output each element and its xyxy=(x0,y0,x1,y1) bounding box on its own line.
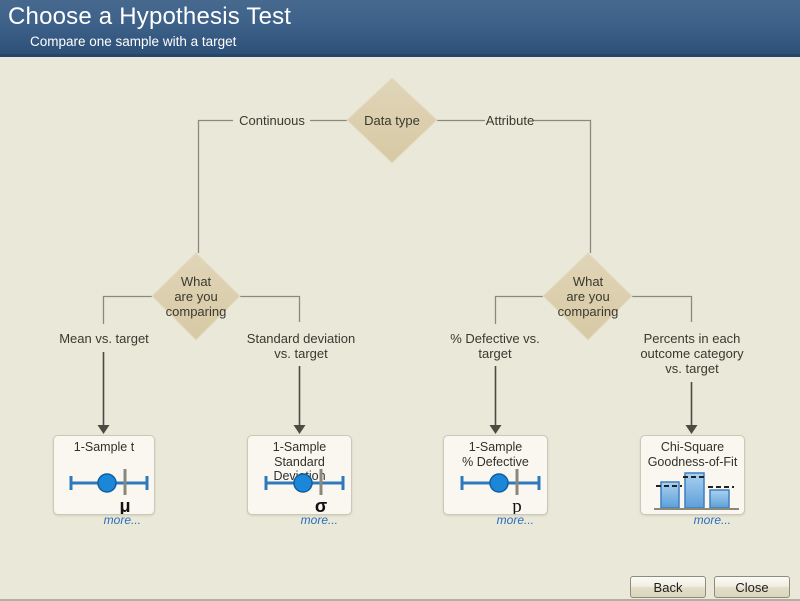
mu-symbol: μ xyxy=(119,496,130,514)
more-link-chi-square-goodness-of-fit[interactable]: more... xyxy=(693,513,731,527)
confidence-interval-icon: σ xyxy=(264,469,345,514)
confidence-interval-icon: μ xyxy=(69,469,149,514)
data-type-label: Data type xyxy=(364,113,420,128)
card-title: 1-Sample % Defective xyxy=(462,440,529,469)
card-title: 1-Sample t xyxy=(73,440,135,454)
data-type-diamond xyxy=(346,77,438,164)
close-button[interactable]: Close xyxy=(714,576,790,598)
branch-continuous-label: Continuous xyxy=(239,113,305,128)
connector-lines xyxy=(102,119,693,324)
right-comparing-diamond xyxy=(542,252,633,341)
right-comparing-label: What are you comparing xyxy=(557,274,619,319)
sigma-symbol: σ xyxy=(315,496,327,514)
card-title: Chi-Square Goodness-of-Fit xyxy=(647,440,738,469)
outcome-std-label: Standard deviation vs. target xyxy=(246,331,356,361)
page-title: Choose a Hypothesis Test xyxy=(8,3,292,30)
card-chi-square-goodness-of-fit[interactable]: Chi-Square Goodness-of-Fit xyxy=(640,435,745,515)
more-link-1-sample-standard-deviation[interactable]: more... xyxy=(300,513,338,527)
more-link-1-sample-percent-defective[interactable]: more... xyxy=(496,513,534,527)
outcome-mean-label: Mean vs. target xyxy=(59,331,149,346)
card-1-sample-t[interactable]: 1-Sample t μ xyxy=(53,435,155,515)
card-arrows xyxy=(97,352,698,434)
chi-square-bars-icon xyxy=(654,472,739,510)
more-link-1-sample-t[interactable]: more... xyxy=(103,513,141,527)
p-symbol: p xyxy=(512,496,522,514)
left-comparing-diamond xyxy=(151,252,241,341)
outcome-percents-label: Percents in each outcome category vs. ta… xyxy=(640,331,744,376)
branch-attribute-label: Attribute xyxy=(485,113,535,128)
decision-diamonds xyxy=(151,77,633,341)
outcome-defective-label: % Defective vs. target xyxy=(450,331,540,361)
left-comparing-label: What are you comparing xyxy=(165,274,227,319)
confidence-interval-icon: p xyxy=(460,469,541,514)
card-1-sample-standard-deviation[interactable]: 1-Sample Standard Deviation σ xyxy=(247,435,352,515)
card-1-sample-percent-defective[interactable]: 1-Sample % Defective p xyxy=(443,435,548,515)
dialog-header: Choose a Hypothesis Test Compare one sam… xyxy=(0,0,800,57)
page-subtitle: Compare one sample with a target xyxy=(30,34,237,49)
back-button[interactable]: Back xyxy=(630,576,706,598)
